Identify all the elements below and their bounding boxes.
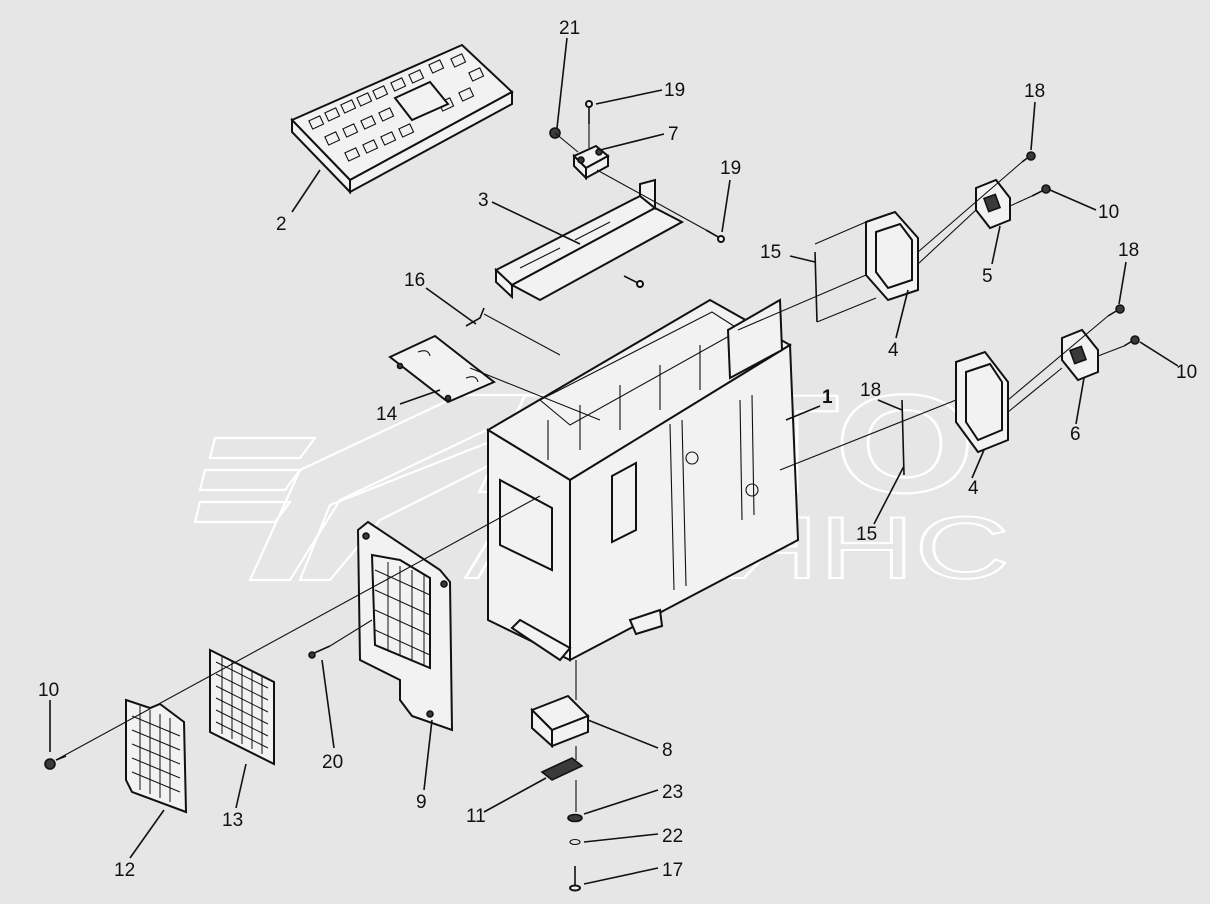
part-frame-4b bbox=[955, 350, 1009, 454]
callout-19-top: 19 bbox=[664, 80, 685, 101]
callout-15-bottom: 15 bbox=[856, 524, 877, 545]
callout-leaders bbox=[49, 37, 1179, 885]
leader-frame-4a-bracket bbox=[814, 221, 877, 323]
callout-10-mid: 10 bbox=[1176, 362, 1197, 383]
callout-4-bottom: 4 bbox=[968, 478, 979, 499]
part-washer-22 bbox=[569, 838, 581, 846]
callout-11: 11 bbox=[466, 806, 486, 827]
callout-9: 9 bbox=[416, 792, 427, 813]
part-screw-20 bbox=[308, 645, 331, 659]
callout-19-right: 19 bbox=[720, 158, 741, 179]
part-bracket-rail bbox=[494, 178, 685, 302]
part-plate-14 bbox=[388, 334, 496, 404]
part-clip-11 bbox=[540, 757, 584, 781]
part-rod-16 bbox=[465, 307, 485, 327]
callout-5: 5 bbox=[982, 266, 993, 287]
part-main-housing bbox=[486, 298, 800, 662]
part-bolt-17 bbox=[569, 866, 581, 892]
callout-8: 8 bbox=[662, 740, 673, 761]
part-screw-19b bbox=[705, 229, 725, 243]
part-control-panel bbox=[290, 43, 514, 195]
callouts: 21 19 7 19 18 10 2 3 15 5 18 16 4 10 14 … bbox=[38, 18, 1197, 881]
callout-15-top: 15 bbox=[760, 242, 781, 263]
part-mesh-13 bbox=[209, 648, 275, 766]
part-rod-15b bbox=[901, 399, 905, 476]
callout-22: 22 bbox=[662, 826, 683, 847]
callout-2: 2 bbox=[276, 214, 287, 235]
callout-21: 21 bbox=[559, 18, 580, 39]
callout-4-top: 4 bbox=[888, 340, 899, 361]
callout-12: 12 bbox=[114, 860, 135, 881]
callout-16: 16 bbox=[404, 270, 425, 291]
callout-7: 7 bbox=[668, 124, 679, 145]
callout-1: 1 bbox=[822, 387, 833, 408]
callout-17: 17 bbox=[662, 860, 683, 881]
callout-23: 23 bbox=[662, 782, 683, 803]
part-cover-9 bbox=[356, 520, 454, 732]
part-screw-18a bbox=[1021, 151, 1036, 163]
callout-18-mid: 18 bbox=[1118, 240, 1139, 261]
part-washer-23 bbox=[567, 813, 583, 823]
callout-18-top: 18 bbox=[1024, 81, 1045, 102]
callout-3: 3 bbox=[478, 190, 489, 211]
part-screw-10a bbox=[1031, 184, 1051, 197]
part-screw-10b bbox=[1123, 335, 1140, 347]
assembly-guide-lines bbox=[55, 124, 1125, 812]
part-screw-3 bbox=[623, 275, 644, 288]
callout-10-top: 10 bbox=[1098, 202, 1119, 223]
callout-20: 20 bbox=[322, 752, 343, 773]
part-hinge bbox=[572, 144, 610, 181]
callout-14: 14 bbox=[376, 404, 398, 425]
callout-18-housing: 18 bbox=[860, 380, 881, 401]
part-grille-12 bbox=[125, 698, 188, 814]
callout-13: 13 bbox=[222, 810, 243, 831]
part-screw-19a bbox=[585, 100, 593, 124]
part-frame-4a bbox=[865, 210, 919, 302]
part-block-8 bbox=[530, 694, 590, 749]
part-rod-15a bbox=[814, 251, 818, 323]
part-screw-10c bbox=[44, 755, 67, 770]
callout-6: 6 bbox=[1070, 424, 1081, 445]
callout-10-left: 10 bbox=[38, 680, 59, 701]
part-gasket-6 bbox=[1061, 328, 1099, 382]
part-screw-18b bbox=[1107, 304, 1125, 317]
